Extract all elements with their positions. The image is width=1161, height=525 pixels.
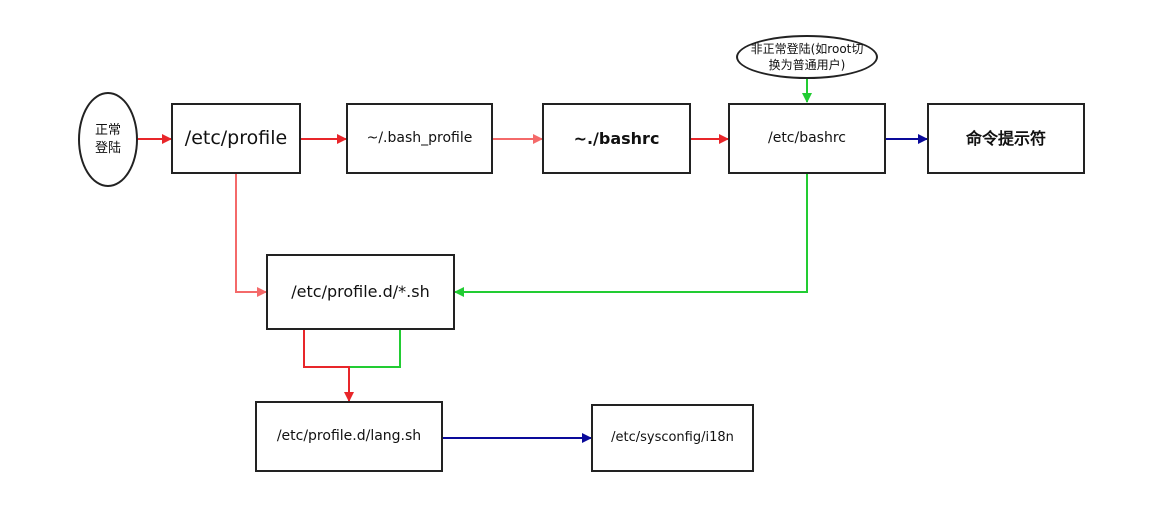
node-lang-sh: /etc/profile.d/lang.sh xyxy=(255,401,443,472)
edge-profile-d-to-lang xyxy=(303,330,354,402)
edge-profile-to-profile-d xyxy=(235,174,267,297)
node-profile-d-sh: /etc/profile.d/*.sh xyxy=(266,254,455,330)
node-etc-bashrc: /etc/bashrc xyxy=(728,103,886,174)
node-command-prompt: 命令提示符 xyxy=(927,103,1085,174)
node-sysconfig-i18n: /etc/sysconfig/i18n xyxy=(591,404,754,472)
edge-etc-bashrc-to-profile-d xyxy=(454,174,808,297)
node-user-bashrc: ~./bashrc xyxy=(542,103,691,174)
node-abnormal-login: 非正常登陆(如root切 换为普通用户) xyxy=(736,35,878,79)
node-normal-login: 正常 登陆 xyxy=(78,92,138,187)
node-etc-profile: /etc/profile xyxy=(171,103,301,174)
edge-profile-d-green-branch xyxy=(349,330,401,368)
node-bash-profile: ~/.bash_profile xyxy=(346,103,493,174)
